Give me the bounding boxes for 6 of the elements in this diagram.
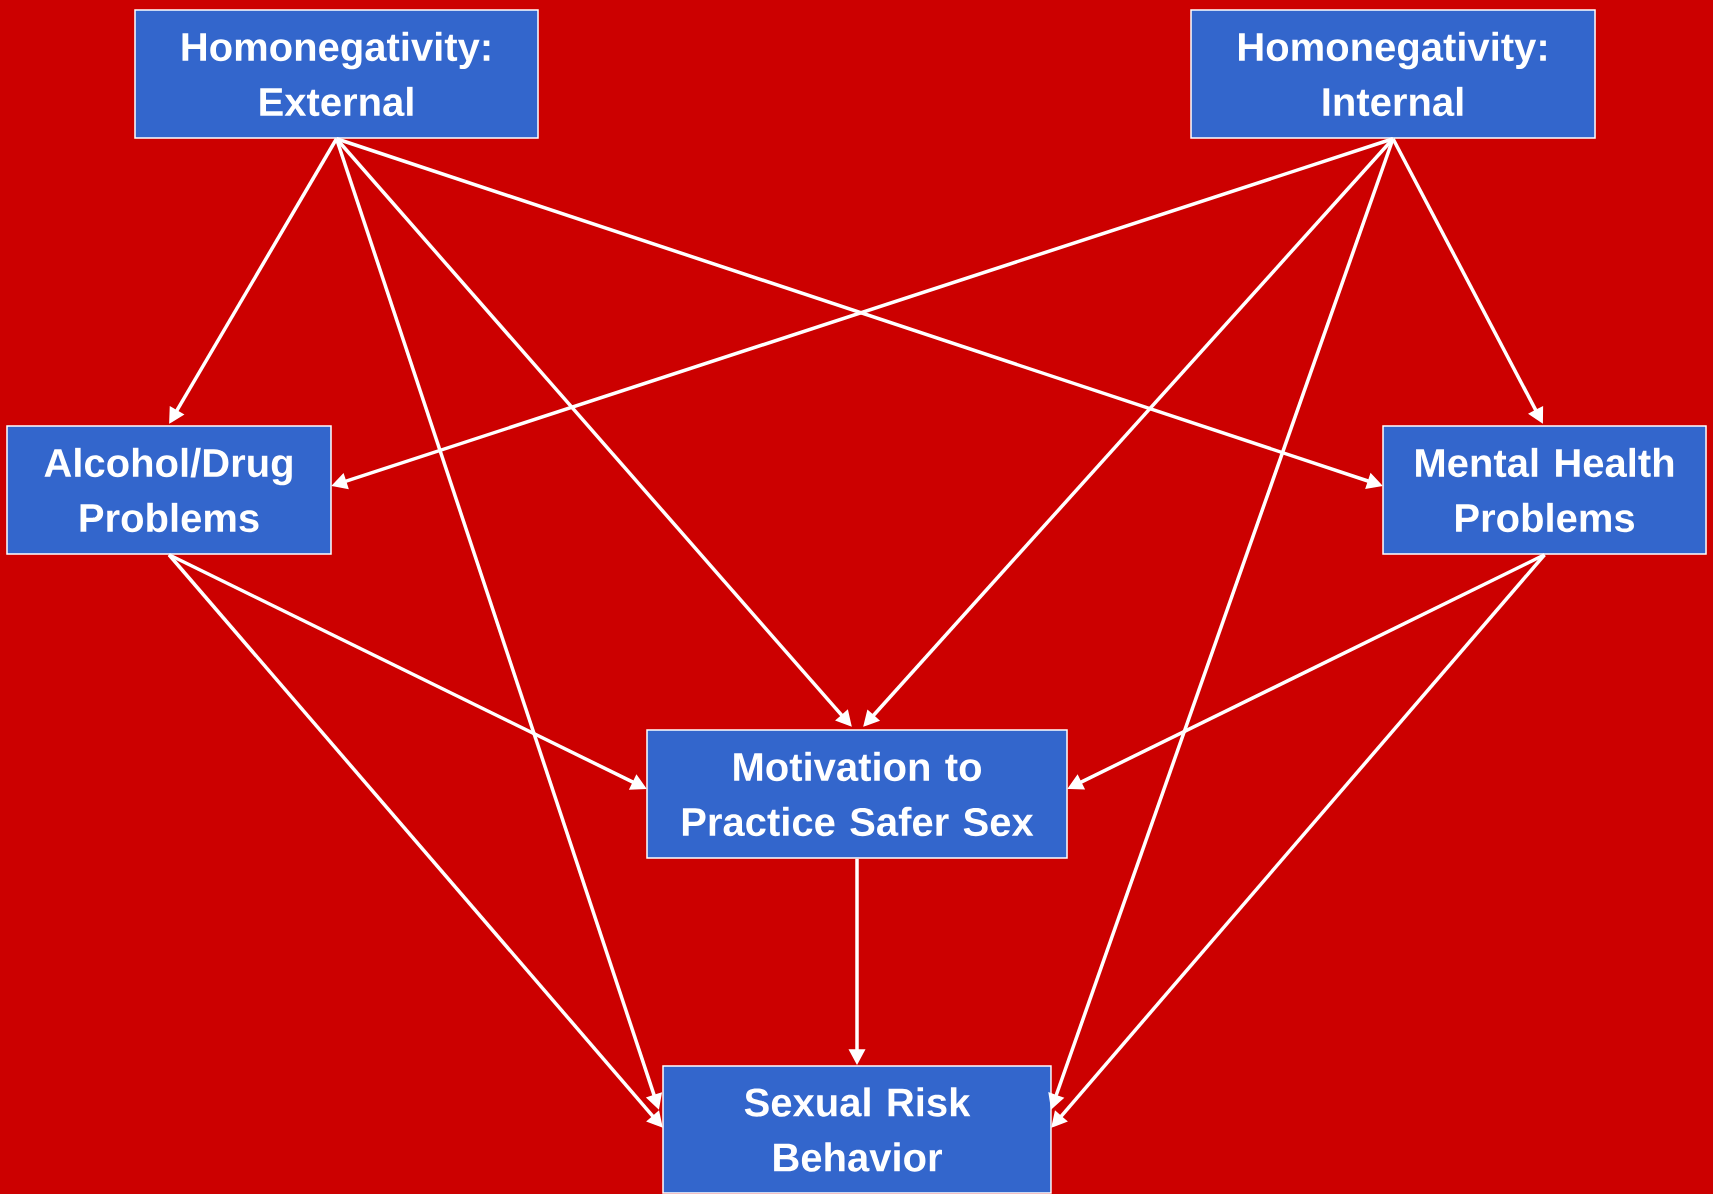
box: Sexual Risk Behavior bbox=[662, 1065, 1052, 1194]
box: Motivation to Practice Safer Sex bbox=[646, 729, 1068, 859]
box: Alcohol/Drug Problems bbox=[6, 425, 332, 555]
box: Homonegativity: External bbox=[134, 9, 539, 139]
box: Mental Health Problems bbox=[1382, 425, 1707, 555]
box: Homonegativity: Internal bbox=[1190, 9, 1596, 139]
